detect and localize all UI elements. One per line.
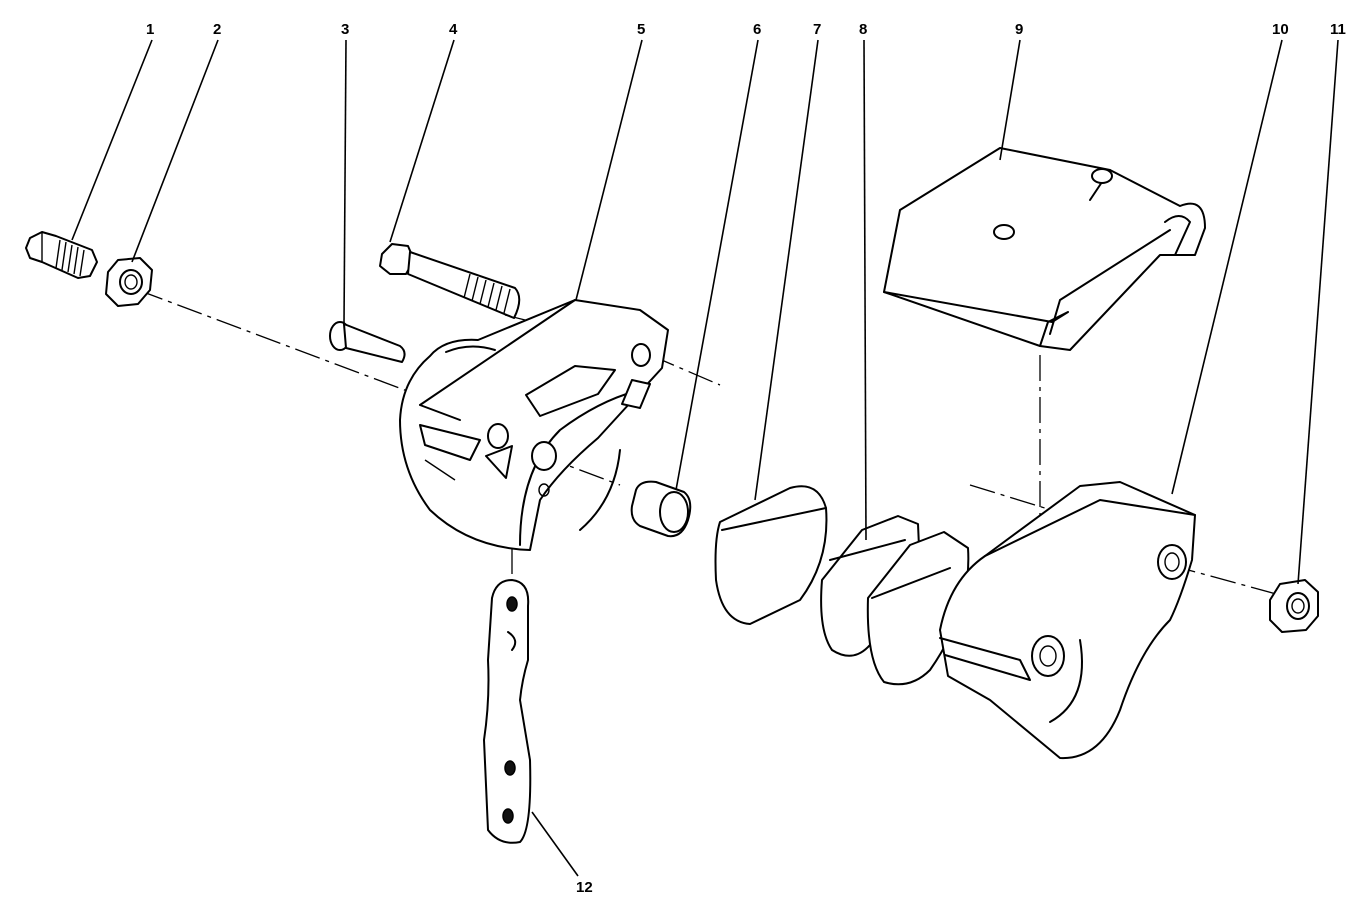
callout-5: 5	[637, 21, 645, 38]
callout-9: 9	[1015, 21, 1023, 38]
part-1-set-screw	[25, 231, 98, 279]
part-5-clamp-housing	[399, 299, 669, 551]
part-2-nut	[105, 257, 153, 307]
part-11-nut	[1269, 579, 1319, 633]
callout-10: 10	[1272, 21, 1289, 38]
part-9-bracket	[883, 147, 1206, 351]
callout-12: 12	[576, 879, 593, 896]
callout-11: 11	[1330, 21, 1346, 38]
leader-lines	[71, 39, 1339, 877]
callout-labels: 1 2 3 4 5 6 7 8 9 10 11 12	[146, 21, 1346, 896]
part-10-clamp-body	[939, 481, 1196, 760]
callout-7: 7	[813, 21, 821, 38]
part-3-pin	[329, 321, 406, 363]
part-4-bolt	[379, 243, 521, 319]
callout-6: 6	[753, 21, 761, 38]
callout-8: 8	[859, 21, 867, 38]
part-12-link-strap	[483, 579, 532, 844]
part-7-pad	[714, 485, 828, 625]
callout-2: 2	[213, 21, 221, 38]
part-6-plug	[630, 480, 692, 538]
callout-3: 3	[341, 21, 349, 38]
callout-4: 4	[449, 21, 458, 38]
callout-1: 1	[146, 21, 154, 38]
